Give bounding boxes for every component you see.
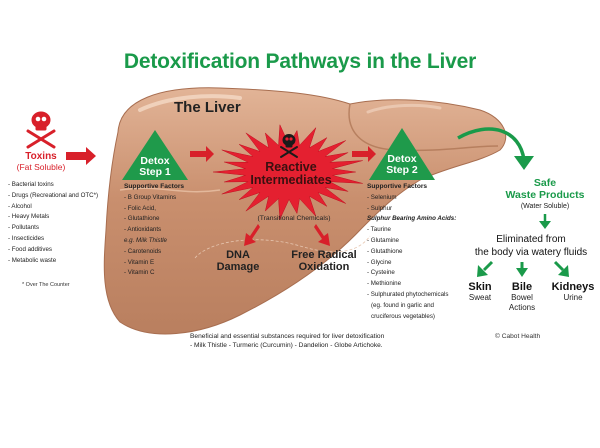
list-item: - Sulphur [367, 204, 393, 212]
toxin-skull-icon [26, 111, 56, 149]
exit-sub: Bowel [511, 293, 533, 302]
step-label-line: Step 1 [139, 166, 171, 178]
step2-supportive-list: Supportive Factors - Selenium - Sulphur … [367, 182, 456, 322]
list-item: (eg. found in garlic and [371, 301, 434, 309]
list-item: - Methionine [367, 280, 402, 288]
exit-sub: Actions [508, 303, 536, 312]
detox-step1-label: Detox Step 1 [125, 156, 185, 178]
reactive-line: Reactive [265, 160, 317, 174]
amino-acids-heading: Sulphur Bearing Amino Acids: [367, 215, 457, 223]
elim-line: Eliminated from [496, 234, 566, 245]
list-item: - Carotenoids [124, 247, 162, 255]
exit-title: Skin [468, 281, 492, 293]
transitional-chemicals: (Transitional Chemicals) [257, 215, 331, 222]
supportive-heading: Supportive Factors [367, 183, 428, 190]
list-item: - B Group Vitamins [124, 193, 177, 201]
exit-title: Bile [511, 281, 533, 293]
exit-bile: Bile Bowel Actions [500, 281, 544, 313]
supportive-heading: Supportive Factors [124, 183, 185, 190]
list-item: - Glutamine [367, 236, 399, 244]
exit-kidneys: Kidneys Urine [548, 281, 598, 303]
list-item: - Alcohol [8, 202, 32, 210]
elimination-text: Eliminated from the body via watery flui… [462, 233, 600, 259]
copyright: © Cabot Health [495, 333, 541, 340]
step-label-line: Step 2 [386, 164, 418, 176]
detox-step2-label: Detox Step 2 [372, 154, 432, 176]
toxins-list: - Bacterial toxins - Drugs (Recreational… [8, 180, 98, 266]
outcome-line: Oxidation [298, 261, 350, 273]
safe-line: Waste Products [505, 189, 585, 201]
safe-waste-products: Safe Waste Products [490, 177, 600, 201]
arrow-icon [66, 146, 376, 246]
liver-highlight [138, 94, 242, 112]
toxins-subtitle: (Fat Soluble) [16, 162, 66, 172]
outcome-line: Damage [216, 261, 260, 273]
list-item: - Cysteine [367, 269, 395, 277]
liver-label: The Liver [174, 99, 241, 116]
page-title: Detoxification Pathways in the Liver [123, 50, 477, 73]
list-item: - Vitamin E [124, 258, 155, 266]
exit-sub: Urine [563, 293, 583, 302]
green-arrowhead-icon [514, 156, 534, 170]
footer-note: Beneficial and essential substances requ… [190, 332, 384, 350]
step1-supportive-list: Supportive Factors - B Group Vitamins - … [124, 182, 184, 279]
list-item: - Glutathione [124, 215, 160, 223]
list-item: - Pollutants [8, 224, 39, 232]
outcome-line: Free Radical [291, 249, 357, 261]
reactive-skull-icon [280, 134, 298, 158]
outcome-line: DNA [226, 249, 250, 261]
list-item: - Vitamin C [124, 269, 155, 277]
list-item: - Folic Acid, [124, 204, 156, 212]
liver-dashed-line [194, 235, 371, 259]
list-item: - Food additives [8, 245, 53, 253]
water-soluble-label: (Water Soluble) [520, 203, 570, 210]
green-arrow-icon [477, 214, 569, 277]
exit-skin: Skin Sweat [458, 281, 502, 303]
exit-sub: Sweat [468, 293, 492, 302]
reactive-intermediates-label: Reactive Intermediates [226, 161, 356, 186]
list-item: - Heavy Metals [8, 213, 50, 221]
liver-highlight [366, 103, 442, 114]
detox-step1-triangle [122, 130, 188, 180]
list-item: - Taurine [367, 226, 391, 234]
footer-line: Beneficial and essential substances requ… [190, 333, 385, 340]
list-item: - Insecticides [8, 234, 45, 242]
list-item: - Metabolic waste [8, 256, 57, 264]
list-item: - Glycine [367, 258, 392, 266]
detox-step2-triangle [369, 128, 435, 180]
elim-line: the body via watery fluids [474, 247, 588, 258]
green-curve-arrow [457, 127, 526, 161]
safe-line: Safe [533, 177, 557, 189]
step-label-line: Detox [140, 155, 170, 167]
list-item: - Drugs (Recreational and OTC*) [8, 191, 99, 199]
step-label-line: Detox [387, 153, 417, 165]
list-item: - Bacterial toxins [8, 181, 54, 188]
list-item: - Selenium [367, 193, 397, 201]
list-item: - Glutathione [367, 247, 403, 255]
footer-line: - Milk Thistle - Turmeric (Curcumin) - D… [190, 342, 383, 349]
reactive-line: Intermediates [250, 172, 332, 187]
list-item: - Sulphurated phytochemicals [367, 290, 449, 298]
list-item: cruciferous vegetables) [371, 312, 435, 320]
liver-vein [119, 187, 221, 193]
list-item: e.g. Milk Thistle [124, 236, 167, 244]
exit-title: Kidneys [551, 281, 595, 293]
reactive-burst [213, 124, 363, 220]
free-radical-oxidation-label: Free Radical Oxidation [284, 249, 364, 273]
toxins-title: Toxins [25, 151, 57, 162]
otc-footnote: * Over The Counter [22, 282, 70, 288]
list-item: - Antioxidants [124, 226, 162, 234]
dna-damage-label: DNA Damage [208, 249, 268, 273]
